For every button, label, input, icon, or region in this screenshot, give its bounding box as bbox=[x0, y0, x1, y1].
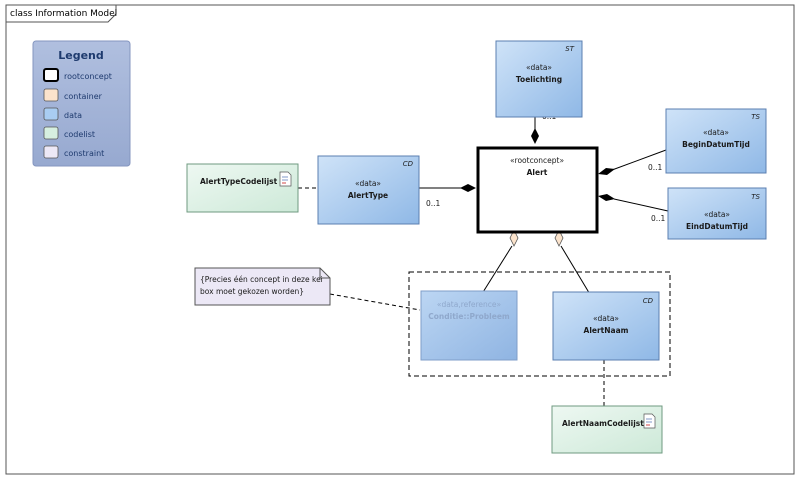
composition-diamond bbox=[460, 184, 476, 192]
type-tag: CD bbox=[643, 297, 654, 305]
legend-swatch bbox=[43, 126, 59, 140]
class-toelichting[interactable]: ST «data» Toelichting bbox=[495, 40, 583, 118]
legend-label: container bbox=[64, 92, 103, 101]
document-icon bbox=[279, 171, 292, 187]
stereotype-label: «data» bbox=[704, 210, 730, 219]
multiplicity-eind: 0..1 bbox=[651, 214, 666, 223]
note-anchor bbox=[329, 293, 421, 311]
aggregation-diamond bbox=[509, 229, 519, 247]
class-alert[interactable]: «rootconcept» Alert bbox=[476, 146, 599, 234]
class-name: Conditie::Probleem bbox=[428, 312, 510, 321]
legend-label: data bbox=[64, 111, 82, 120]
class-name: BeginDatumTijd bbox=[682, 140, 750, 149]
type-tag: TS bbox=[751, 113, 760, 121]
class-alert-type[interactable]: CD «data» AlertType bbox=[317, 155, 420, 225]
legend-label: rootconcept bbox=[64, 72, 112, 81]
legend-item-data: data bbox=[43, 107, 82, 121]
aggregation-diamond bbox=[554, 229, 564, 247]
document-icon bbox=[643, 413, 656, 429]
class-alert-naam-codelijst[interactable]: AlertNaamCodelijst bbox=[551, 405, 663, 454]
legend-item-codelist: codelist bbox=[43, 126, 95, 140]
connectors bbox=[298, 117, 669, 406]
class-eind-datum-tijd[interactable]: TS «data» EindDatumTijd bbox=[667, 187, 767, 240]
legend-title: Legend bbox=[58, 49, 104, 62]
stereotype-label: «rootconcept» bbox=[510, 156, 565, 165]
choice-boundary[interactable] bbox=[408, 271, 671, 377]
legend-swatch bbox=[43, 107, 59, 121]
constraint-note[interactable]: {Precies één concept in deze kei box moe… bbox=[194, 267, 331, 306]
composition-diamond bbox=[598, 194, 615, 201]
legend-swatch bbox=[43, 68, 59, 82]
class-name: AlertTypeCodelijst bbox=[200, 177, 278, 186]
class-name: EindDatumTijd bbox=[686, 222, 748, 231]
class-alert-naam[interactable]: CD «data» AlertNaam bbox=[552, 291, 660, 361]
composition-diamond bbox=[598, 168, 615, 175]
legend-swatch bbox=[43, 145, 59, 159]
class-name: AlertType bbox=[348, 191, 388, 200]
diagram-title: class Information Model bbox=[10, 9, 117, 19]
class-name: Toelichting bbox=[516, 75, 562, 84]
legend-label: codelist bbox=[64, 130, 95, 139]
class-alert-type-codelijst[interactable]: AlertTypeCodelijst bbox=[186, 163, 299, 213]
stereotype-label: «data,reference» bbox=[437, 300, 502, 309]
class-name: AlertNaamCodelijst bbox=[562, 419, 644, 428]
multiplicity-alert-type: 0..1 bbox=[426, 199, 441, 208]
class-begin-datum-tijd[interactable]: TS «data» BeginDatumTijd bbox=[665, 108, 767, 174]
type-tag: CD bbox=[403, 160, 414, 168]
legend-label: constraint bbox=[64, 149, 104, 158]
multiplicity-begin: 0..1 bbox=[648, 163, 663, 172]
legend-swatch bbox=[43, 88, 59, 102]
type-tag: TS bbox=[751, 193, 760, 201]
legend-item-rootconcept: rootconcept bbox=[43, 68, 112, 82]
composition-diamond bbox=[531, 128, 539, 144]
association-begin-datum-tijd[interactable] bbox=[611, 149, 667, 171]
class-conditie-probleem[interactable]: «data,reference» Conditie::Probleem bbox=[420, 290, 518, 361]
stereotype-label: «data» bbox=[593, 314, 619, 323]
legend-item-container: container bbox=[43, 88, 103, 102]
type-tag: ST bbox=[565, 45, 574, 53]
note-line-2: box moet gekozen worden} bbox=[200, 287, 304, 296]
association-eind-datum-tijd[interactable] bbox=[613, 198, 669, 212]
legend-panel[interactable]: Legend rootconcept container data codeli… bbox=[32, 40, 131, 167]
stereotype-label: «data» bbox=[355, 179, 381, 188]
note-line-1: {Precies één concept in deze kei bbox=[200, 275, 323, 284]
diagram-frame: class Information Model bbox=[5, 4, 795, 475]
stereotype-label: «data» bbox=[703, 128, 729, 137]
class-name: AlertNaam bbox=[584, 326, 629, 335]
class-name: Alert bbox=[527, 168, 548, 177]
legend-item-constraint: constraint bbox=[43, 145, 104, 159]
stereotype-label: «data» bbox=[526, 63, 552, 72]
